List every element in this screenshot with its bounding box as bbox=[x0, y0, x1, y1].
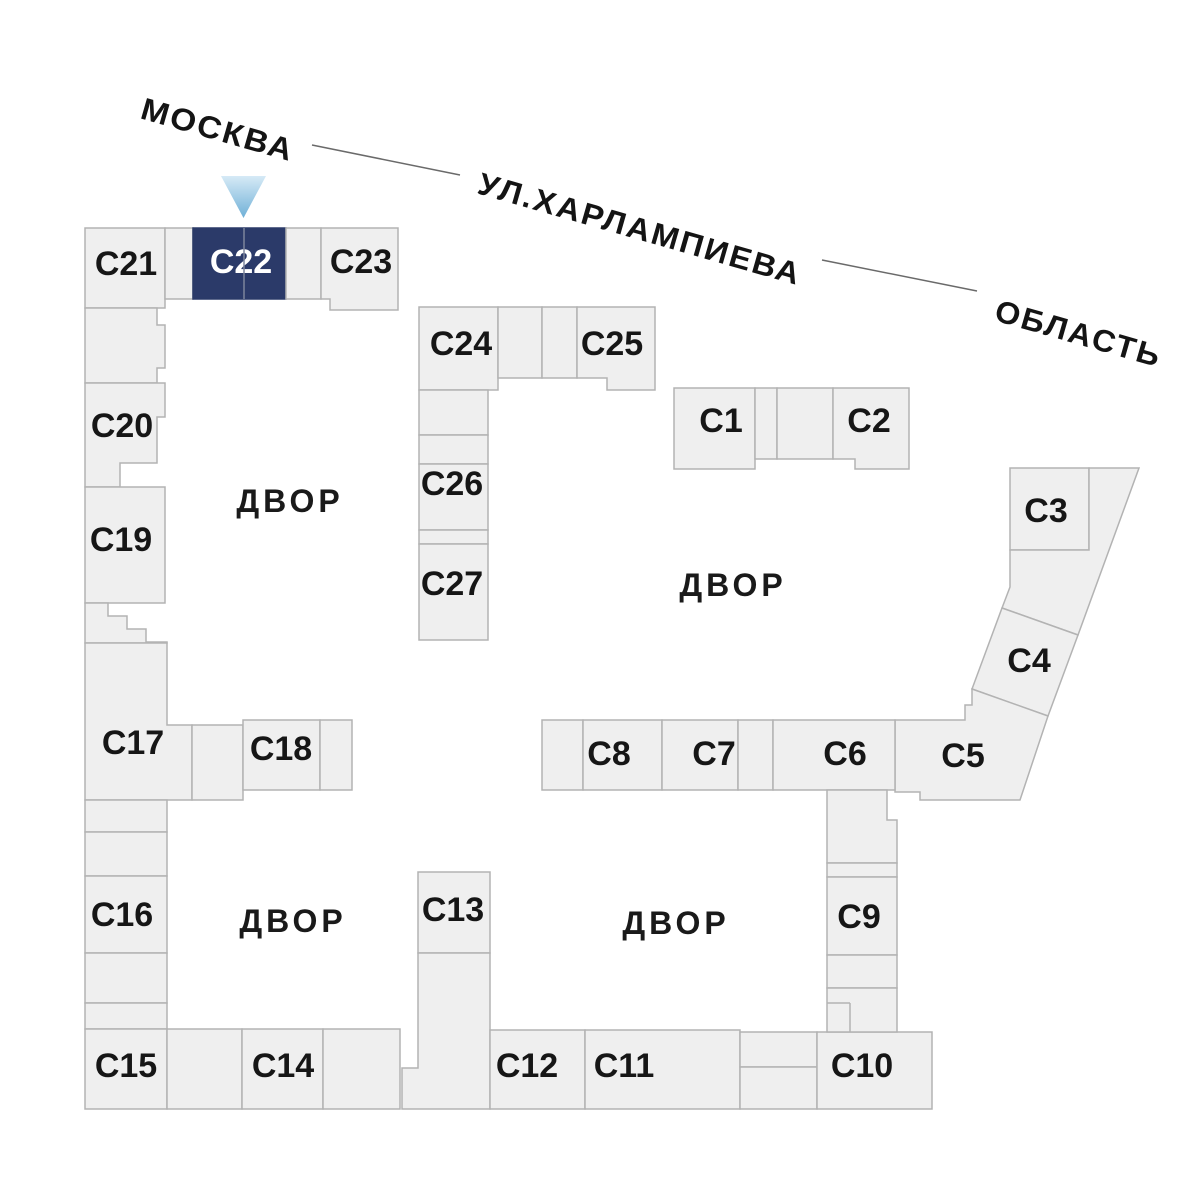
building-block-c17[interactable] bbox=[84, 642, 193, 801]
building-block-c23[interactable] bbox=[320, 227, 399, 311]
building-block-c1[interactable] bbox=[673, 387, 756, 470]
building-segment bbox=[754, 387, 778, 460]
building-segment bbox=[826, 954, 898, 989]
building-block-c2[interactable] bbox=[832, 387, 910, 470]
street-label: ОБЛАСТЬ bbox=[991, 293, 1166, 374]
building-label-c3: C3 bbox=[1024, 492, 1067, 530]
building-block-c25[interactable] bbox=[576, 306, 656, 391]
building-segment bbox=[541, 306, 578, 379]
building-label-c19: C19 bbox=[90, 521, 152, 559]
building-segment bbox=[191, 724, 244, 801]
building-block-c5[interactable] bbox=[894, 687, 1049, 801]
building-segment bbox=[319, 719, 353, 791]
building-segment bbox=[497, 306, 543, 379]
building-segment bbox=[166, 1028, 243, 1110]
building-label-c13: C13 bbox=[422, 891, 484, 929]
selected-building-arrow-icon bbox=[221, 176, 266, 218]
building-label-c10: C10 bbox=[831, 1047, 893, 1085]
building-label-c2: C2 bbox=[847, 402, 890, 440]
courtyard-label: ДВОР bbox=[679, 567, 786, 603]
building-label-c22: C22 bbox=[210, 243, 272, 281]
courtyard-label: ДВОР bbox=[239, 903, 346, 939]
building-segment bbox=[739, 1066, 818, 1110]
building-label-c20: C20 bbox=[91, 407, 153, 445]
building-label-c21: C21 bbox=[95, 245, 157, 283]
building-segment bbox=[418, 389, 489, 436]
building-block-c24[interactable] bbox=[418, 306, 499, 391]
building-segment bbox=[285, 227, 322, 300]
building-segment bbox=[737, 719, 774, 791]
building-segment bbox=[84, 602, 168, 644]
building-label-c11: C11 bbox=[594, 1047, 655, 1085]
street-label: УЛ.ХАРЛАМПИЕВА bbox=[474, 166, 806, 292]
building-label-c24: C24 bbox=[430, 325, 492, 363]
building-segment bbox=[84, 307, 166, 384]
building-label-c6: C6 bbox=[823, 735, 866, 773]
courtyard-label: ДВОР bbox=[622, 905, 729, 941]
building-segment bbox=[84, 831, 168, 877]
building-segment bbox=[84, 952, 168, 1004]
building-segment bbox=[84, 1002, 168, 1030]
building-segment bbox=[739, 1031, 818, 1068]
courtyard-label: ДВОР bbox=[236, 483, 343, 519]
building-block-c19[interactable] bbox=[84, 486, 166, 604]
courtyards-layer: ДВОР ДВОР ДВОР ДВОР bbox=[236, 483, 786, 941]
building-segment bbox=[1001, 467, 1141, 636]
building-block-c27[interactable] bbox=[418, 543, 489, 641]
building-label-c9: C9 bbox=[837, 898, 880, 936]
building-label-c23: C23 bbox=[330, 243, 392, 281]
building-label-c12: C12 bbox=[496, 1047, 558, 1085]
building-segment bbox=[826, 789, 898, 864]
building-label-c1: C1 bbox=[699, 402, 742, 440]
building-segment bbox=[826, 987, 898, 1033]
street-connector-line bbox=[821, 259, 978, 292]
building-segment bbox=[418, 529, 489, 545]
building-segment bbox=[322, 1028, 401, 1110]
building-label-c4: C4 bbox=[1007, 642, 1051, 680]
street-label: МОСКВА bbox=[137, 91, 299, 168]
building-label-c8: C8 bbox=[587, 735, 630, 773]
street-connector-line bbox=[311, 144, 461, 176]
building-label-c15: C15 bbox=[95, 1047, 157, 1085]
details-layer bbox=[243, 228, 851, 1032]
building-label-c5: C5 bbox=[941, 737, 984, 775]
building-segment bbox=[84, 799, 168, 833]
building-segment bbox=[164, 227, 194, 300]
building-label-c17: C17 bbox=[102, 724, 164, 762]
building-segment bbox=[776, 387, 834, 460]
building-segment bbox=[826, 862, 898, 878]
building-label-c7: C7 bbox=[692, 735, 735, 773]
building-label-c25: C25 bbox=[581, 325, 643, 363]
building-block-c21[interactable] bbox=[84, 227, 166, 309]
building-label-c18: C18 bbox=[250, 730, 312, 768]
building-label-c14: C14 bbox=[252, 1047, 314, 1085]
building-label-c27: C27 bbox=[421, 565, 483, 603]
building-block-c6[interactable] bbox=[772, 719, 896, 791]
building-segment bbox=[541, 719, 584, 791]
building-label-c16: C16 bbox=[91, 896, 153, 934]
building-label-c26: C26 bbox=[421, 465, 483, 503]
building-segment bbox=[418, 434, 489, 465]
building-segment bbox=[401, 952, 491, 1110]
